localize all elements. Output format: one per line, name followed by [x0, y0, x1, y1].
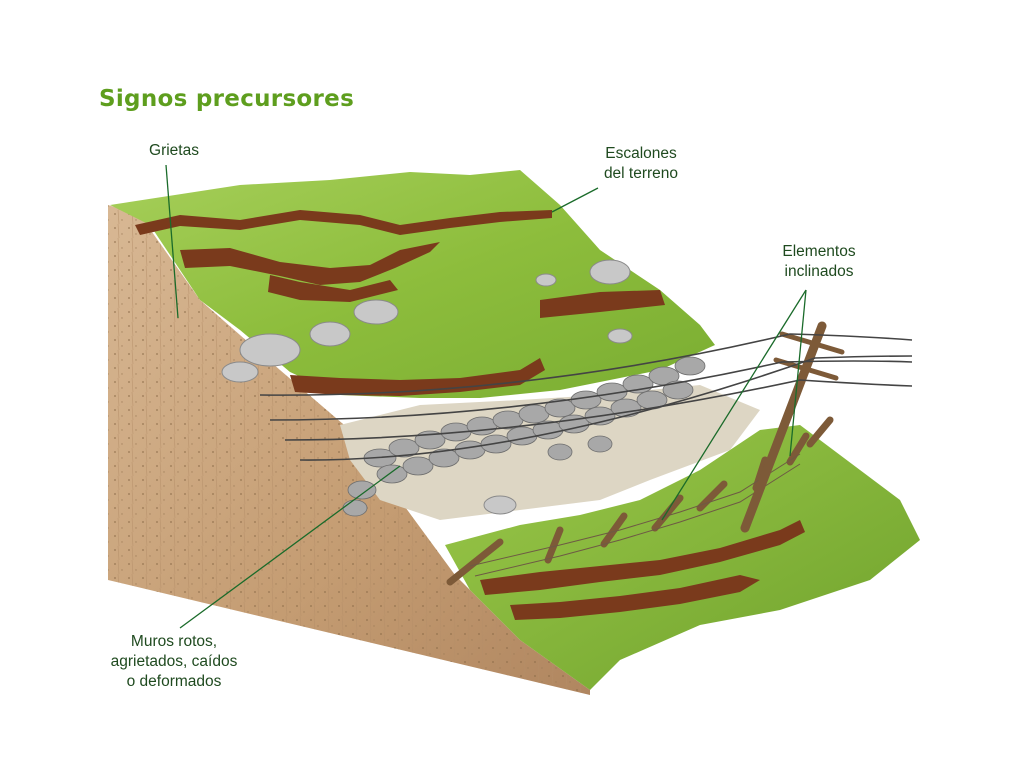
label-muros-line-3: o deformados: [126, 673, 222, 690]
rocks: [221, 259, 633, 515]
leader-lines: [165, 164, 807, 629]
label-elementos-line-2: inclinados: [784, 263, 854, 280]
fence-wire: [469, 453, 801, 577]
power-lines: [259, 333, 913, 461]
label-grietas-text: Grietas: [149, 142, 199, 159]
label-escalones-line-1: Escalones: [605, 145, 677, 162]
label-elementos: Elementos inclinados: [764, 242, 874, 282]
label-grietas: Grietas: [140, 141, 208, 161]
label-muros: Muros rotos, agrietados, caídos o deform…: [96, 632, 252, 692]
ground-cracks: [135, 210, 805, 620]
page-title: Signos precursores: [99, 86, 355, 112]
label-elementos-line-1: Elementos: [782, 243, 856, 260]
label-muros-line-1: Muros rotos,: [130, 633, 218, 650]
label-muros-line-2: agrietados, caídos: [110, 653, 238, 670]
label-escalones-line-2: del terreno: [603, 165, 679, 182]
label-escalones: Escalones del terreno: [586, 144, 696, 184]
